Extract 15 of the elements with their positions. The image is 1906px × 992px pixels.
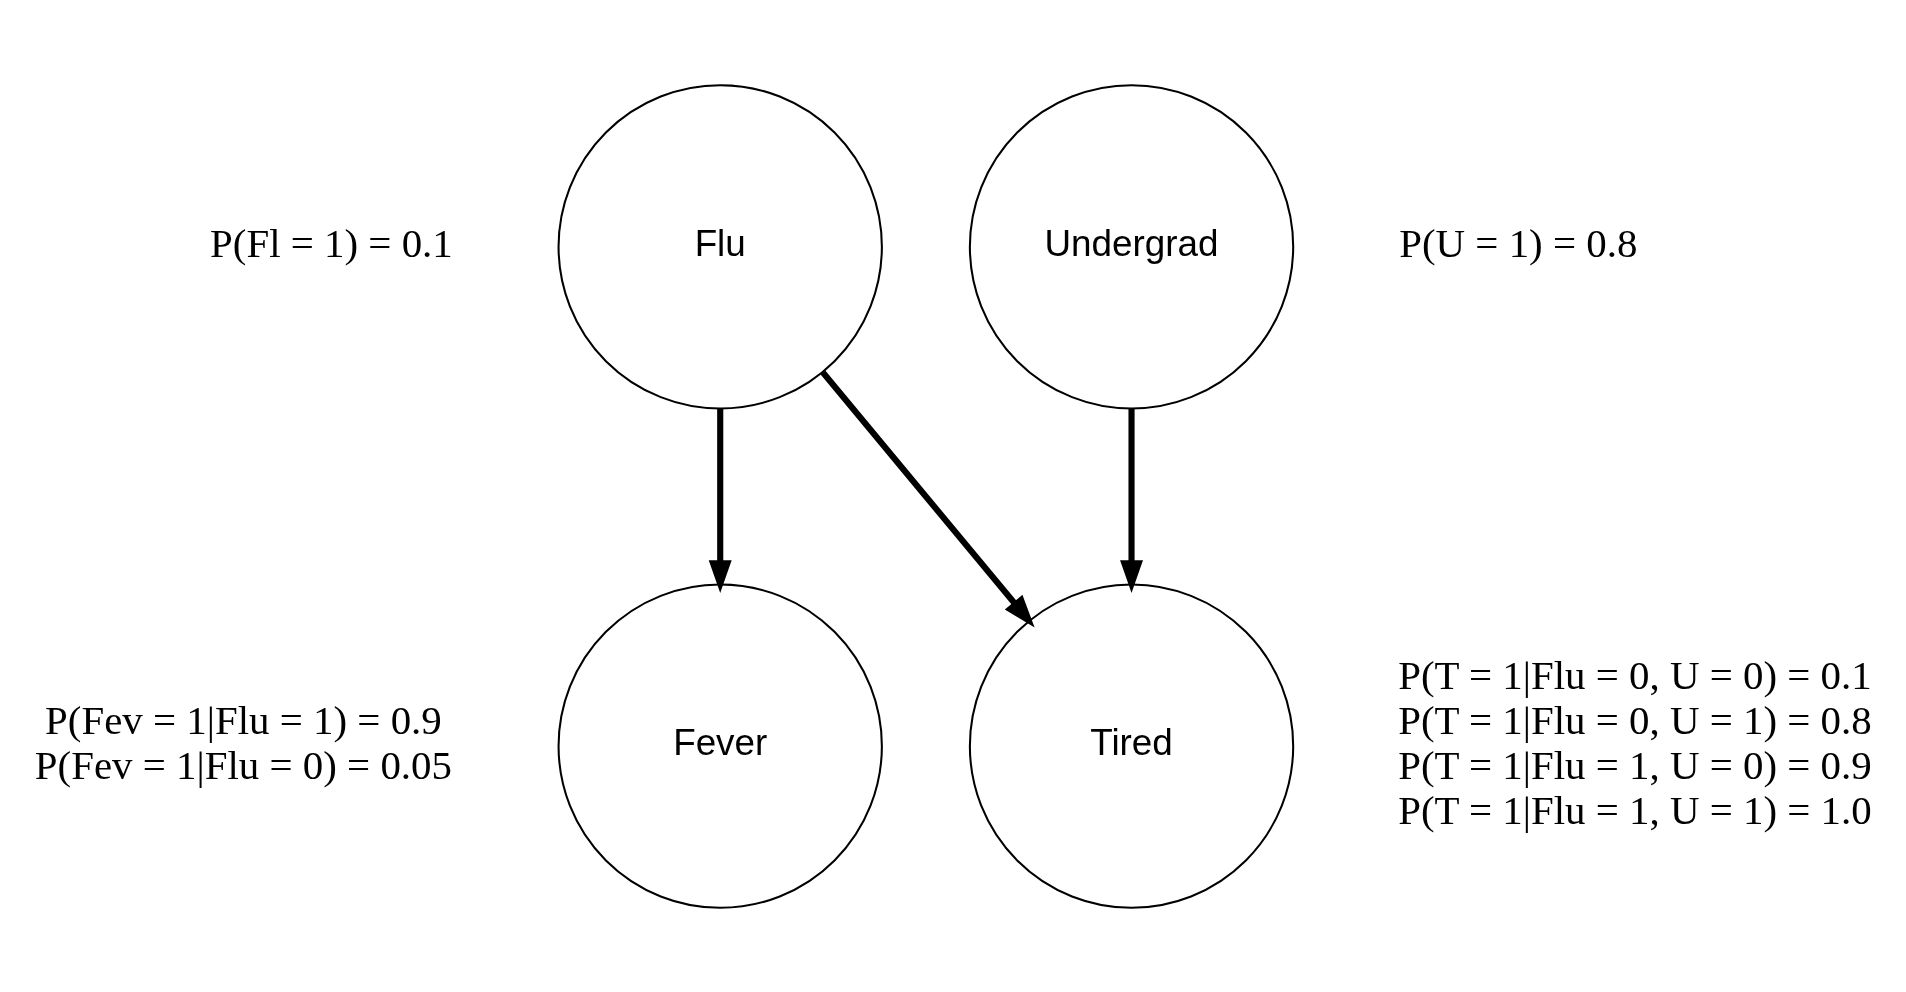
node-circle: Fever (557, 582, 883, 909)
arrow (1119, 408, 1143, 593)
node-label: P(Fl = 1) = 0.1 (209, 220, 453, 266)
node-circle: Flu (557, 83, 883, 410)
node-label: P(T = 1|Flu = 0, U = 0) = 0.1 (1397, 652, 1872, 698)
node-label: P(T = 1|Flu = 1, U = 1) = 1.0 (1397, 787, 1872, 833)
node-circle: Undergrad (968, 83, 1294, 410)
node-label: P(T = 1|Flu = 1, U = 0) = 0.9 (1397, 742, 1872, 788)
node-label: P(U = 1) = 0.8 (1398, 220, 1637, 266)
arrow (820, 370, 1035, 627)
node-circle: Tired (968, 582, 1294, 909)
node-label: P(Fev = 1|Flu = 1) = 0.9 (44, 697, 442, 743)
node-label: P(Fev = 1|Flu = 0) = 0.05 (34, 742, 452, 788)
node-label: P(T = 1|Flu = 0, U = 1) = 0.8 (1397, 697, 1872, 743)
arrow (708, 408, 732, 593)
